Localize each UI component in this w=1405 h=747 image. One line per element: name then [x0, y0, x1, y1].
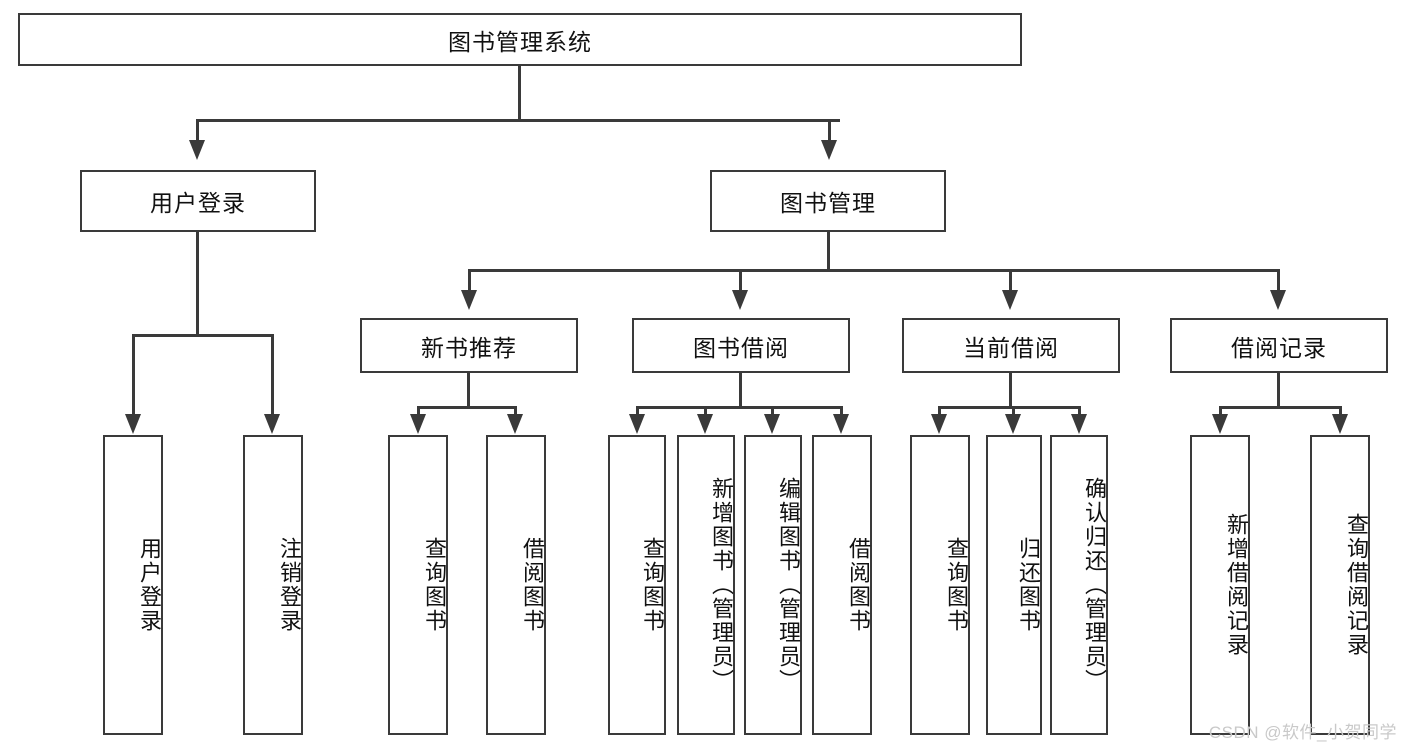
node-label: 确认归还（管理员）: [1082, 477, 1107, 693]
edge-book-mgmt-to-new-books: [468, 269, 471, 291]
leaf-edit-book-admin[interactable]: 编辑图书（管理员）: [744, 435, 802, 735]
leaf-user-login[interactable]: 用户登录: [103, 435, 163, 735]
arrow-user-login-to-leaf1: [125, 414, 141, 434]
leaf-confirm-return-admin[interactable]: 确认归还（管理员）: [1050, 435, 1108, 735]
node-book-borrow[interactable]: 图书借阅: [632, 318, 850, 373]
leaf-query-books-borrow[interactable]: 查询图书: [608, 435, 666, 735]
arrow-borrow-to-leaf2: [697, 414, 713, 434]
edge-book-mgmt-to-borrow: [739, 269, 742, 291]
arrow-new-books-to-leaf1: [410, 414, 426, 434]
edge-new-books-to-leaf2: [514, 406, 517, 418]
node-label: 用户登录: [150, 190, 246, 216]
node-label: 查询图书: [422, 537, 447, 633]
edge-current-to-leaf1: [938, 406, 941, 418]
leaf-return-book[interactable]: 归还图书: [986, 435, 1042, 735]
edge-records-bus: [1219, 406, 1341, 409]
edge-new-books-bus: [417, 406, 517, 409]
arrow-book-mgmt-to-new-books: [461, 290, 477, 310]
node-current-borrow[interactable]: 当前借阅: [902, 318, 1120, 373]
edge-borrow-to-leaf3: [771, 406, 774, 418]
edge-root-stem: [518, 66, 521, 120]
node-new-book-recommend[interactable]: 新书推荐: [360, 318, 578, 373]
arrow-borrow-to-leaf3: [764, 414, 780, 434]
node-label: 图书管理: [780, 190, 876, 216]
edge-root-to-book-mgmt: [828, 119, 831, 141]
node-root-library-system[interactable]: 图书管理系统: [18, 13, 1022, 66]
node-label: 新增图书（管理员）: [709, 477, 734, 693]
leaf-logout[interactable]: 注销登录: [243, 435, 303, 735]
arrow-current-to-leaf3: [1071, 414, 1087, 434]
edge-user-login-to-leaf2: [271, 334, 274, 416]
arrow-current-to-leaf2: [1005, 414, 1021, 434]
edge-records-to-leaf1: [1219, 406, 1222, 418]
edge-book-mgmt-to-current: [1009, 269, 1012, 291]
leaf-add-book-admin[interactable]: 新增图书（管理员）: [677, 435, 735, 735]
node-label: 新增借阅记录: [1224, 513, 1249, 657]
node-label: 图书借阅: [693, 334, 789, 361]
node-label: 查询图书: [640, 537, 665, 633]
arrow-new-books-to-leaf2: [507, 414, 523, 434]
edge-borrow-to-leaf2: [704, 406, 707, 418]
edge-borrow-to-leaf4: [840, 406, 843, 418]
edge-current-stem: [1009, 373, 1012, 409]
edge-root-to-user-login: [196, 119, 199, 141]
edge-root-bus: [196, 119, 840, 122]
edge-book-mgmt-to-records: [1277, 269, 1280, 291]
node-label: 图书管理系统: [448, 28, 592, 55]
edge-user-login-stem: [196, 232, 199, 337]
edge-book-mgmt-stem: [827, 232, 830, 272]
edge-user-login-to-leaf1: [132, 334, 135, 416]
arrow-user-login-to-leaf2: [264, 414, 280, 434]
edge-current-bus: [938, 406, 1079, 409]
edge-borrow-bus: [636, 406, 841, 409]
arrow-borrow-to-leaf4: [833, 414, 849, 434]
leaf-borrow-book[interactable]: 借阅图书: [812, 435, 872, 735]
leaf-query-books-new[interactable]: 查询图书: [388, 435, 448, 735]
node-label: 用户登录: [137, 537, 162, 633]
edge-user-login-bus: [132, 334, 272, 337]
arrow-borrow-to-leaf1: [629, 414, 645, 434]
leaf-borrow-books-new[interactable]: 借阅图书: [486, 435, 546, 735]
csdn-watermark: CSDN @软件_小贺同学: [1208, 723, 1397, 742]
node-label: 归还图书: [1016, 537, 1041, 633]
arrow-root-to-user-login: [189, 140, 205, 160]
edge-current-to-leaf3: [1078, 406, 1081, 418]
leaf-add-borrow-record[interactable]: 新增借阅记录: [1190, 435, 1250, 735]
edge-book-mgmt-bus: [468, 269, 1279, 272]
node-label: 编辑图书（管理员）: [776, 477, 801, 693]
node-label: 借阅记录: [1231, 334, 1327, 361]
arrow-records-to-leaf2: [1332, 414, 1348, 434]
arrow-book-mgmt-to-current: [1002, 290, 1018, 310]
leaf-query-borrow-record[interactable]: 查询借阅记录: [1310, 435, 1370, 735]
edge-new-books-to-leaf1: [417, 406, 420, 418]
node-label: 注销登录: [277, 537, 302, 633]
node-label: 查询借阅记录: [1344, 513, 1369, 657]
edge-borrow-stem: [739, 373, 742, 409]
arrow-records-to-leaf1: [1212, 414, 1228, 434]
node-borrow-records[interactable]: 借阅记录: [1170, 318, 1388, 373]
arrow-book-mgmt-to-records: [1270, 290, 1286, 310]
edge-records-stem: [1277, 373, 1280, 409]
arrow-root-to-book-mgmt: [821, 140, 837, 160]
node-book-management[interactable]: 图书管理: [710, 170, 946, 232]
node-user-login[interactable]: 用户登录: [80, 170, 316, 232]
node-label: 查询图书: [944, 537, 969, 633]
arrow-current-to-leaf1: [931, 414, 947, 434]
arrow-book-mgmt-to-borrow: [732, 290, 748, 310]
edge-records-to-leaf2: [1339, 406, 1342, 418]
node-label: 当前借阅: [963, 334, 1059, 361]
leaf-query-books-current[interactable]: 查询图书: [910, 435, 970, 735]
edge-new-books-stem: [467, 373, 470, 409]
edge-current-to-leaf2: [1012, 406, 1015, 418]
node-label: 借阅图书: [846, 537, 871, 633]
node-label: 新书推荐: [421, 334, 517, 361]
edge-borrow-to-leaf1: [636, 406, 639, 418]
node-label: 借阅图书: [520, 537, 545, 633]
